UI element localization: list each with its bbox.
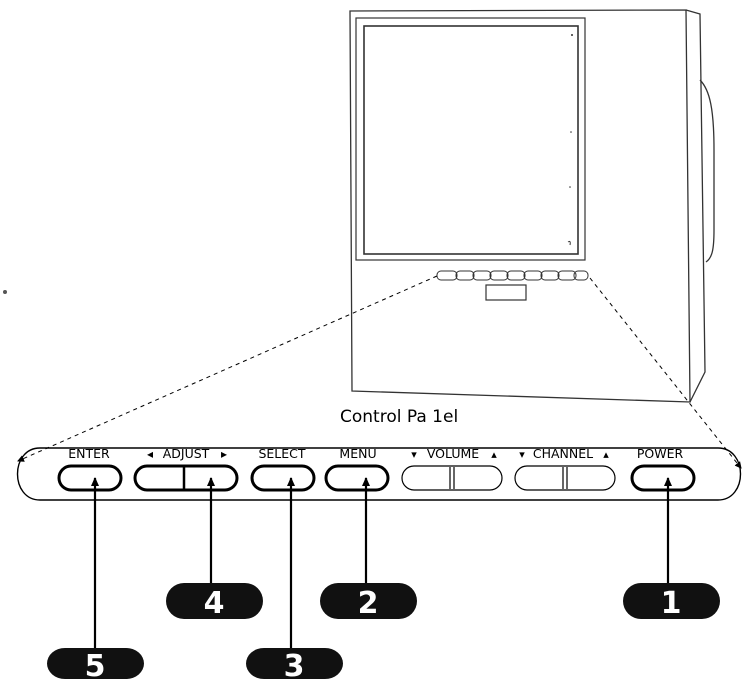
tv-illustration bbox=[349, 9, 715, 403]
panel-outline bbox=[16, 447, 742, 501]
callout-badge-3: 3 bbox=[246, 648, 343, 683]
label-enter: ENTER bbox=[68, 446, 110, 461]
callout-badges: 1 2 3 4 5 bbox=[47, 583, 720, 683]
label-channel-group: ▾ CHANNEL ▴ bbox=[519, 446, 609, 461]
tv-side-speaker bbox=[699, 79, 715, 263]
arrow-up-icon: ▴ bbox=[603, 448, 609, 461]
arrow-up-icon: ▴ bbox=[491, 448, 497, 461]
tv-mini-buttons bbox=[436, 270, 589, 281]
tv-cabinet-front bbox=[349, 9, 691, 403]
adjust-button[interactable] bbox=[133, 464, 239, 492]
label-menu: MENU bbox=[339, 446, 376, 461]
tv-screen-bezel bbox=[355, 17, 586, 261]
stray-mark bbox=[3, 290, 7, 294]
callout-badge-5: 5 bbox=[47, 648, 144, 683]
label-select: SELECT bbox=[258, 446, 305, 461]
label-volume-group: ▾ VOLUME ▴ bbox=[411, 446, 497, 461]
enter-button[interactable] bbox=[57, 464, 123, 492]
callout-number: 1 bbox=[661, 586, 682, 621]
label-adjust-group: ◂ ADJUST ▸ bbox=[147, 446, 227, 461]
tv-cabinet-side bbox=[685, 9, 706, 403]
control-panel-strip: ENTER ◂ ADJUST ▸ SELECT MENU ▾ VOLUME ▴ … bbox=[16, 446, 742, 501]
callout-badge-1: 1 bbox=[623, 583, 720, 621]
callout-badge-4: 4 bbox=[166, 583, 263, 621]
menu-button[interactable] bbox=[324, 464, 390, 492]
callout-badge-2: 2 bbox=[320, 583, 417, 621]
callout-number: 5 bbox=[85, 649, 106, 679]
label-adjust: ADJUST bbox=[163, 446, 210, 461]
label-power: POWER bbox=[637, 446, 684, 461]
channel-button[interactable] bbox=[514, 465, 616, 491]
zoom-line-right bbox=[589, 277, 742, 469]
select-button[interactable] bbox=[250, 464, 316, 492]
label-volume: VOLUME bbox=[427, 446, 479, 461]
arrow-left-icon: ◂ bbox=[147, 447, 153, 461]
arrow-down-icon: ▾ bbox=[411, 448, 417, 461]
callout-number: 2 bbox=[358, 586, 379, 621]
tv-screen bbox=[363, 25, 579, 255]
arrow-down-icon: ▾ bbox=[519, 448, 525, 461]
callout-number: 3 bbox=[284, 649, 305, 679]
arrow-right-icon: ▸ bbox=[221, 447, 227, 461]
tv-front-door bbox=[485, 284, 527, 301]
label-channel: CHANNEL bbox=[533, 446, 593, 461]
zoom-line-left bbox=[17, 275, 438, 462]
volume-button[interactable] bbox=[401, 465, 503, 491]
callout-number: 4 bbox=[204, 586, 225, 621]
caption: Control Pa 1el bbox=[340, 407, 458, 427]
callout-arrows bbox=[91, 477, 672, 648]
power-button[interactable] bbox=[630, 464, 696, 492]
